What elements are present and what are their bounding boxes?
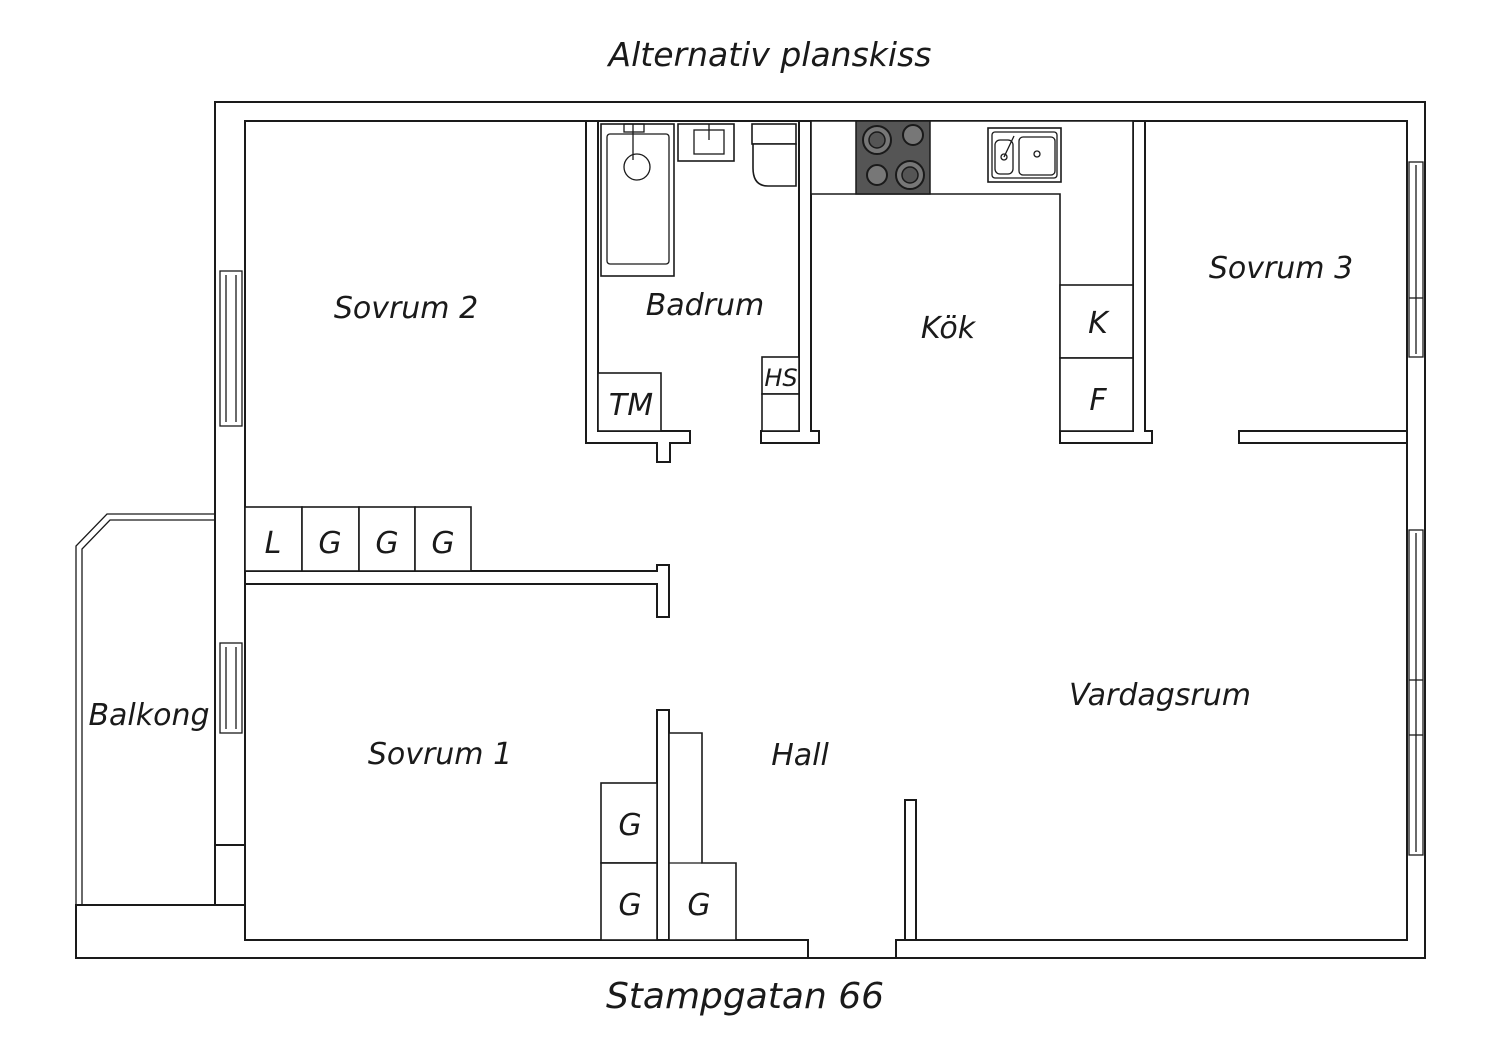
window-left-lower bbox=[219, 642, 243, 734]
window-right-upper bbox=[1408, 161, 1424, 358]
hall-cabinet bbox=[761, 356, 800, 432]
room-label-hall: Hall bbox=[771, 738, 829, 773]
stove-icon bbox=[855, 120, 931, 195]
washing-machine bbox=[597, 372, 662, 432]
wardrobe-label: G bbox=[318, 526, 341, 561]
wardrobe-label: G bbox=[687, 888, 710, 923]
wardrobe-label: G bbox=[618, 808, 641, 843]
wall-hall-left bbox=[656, 709, 670, 941]
fridge-freezer bbox=[1059, 284, 1134, 432]
wardrobe-label: G bbox=[375, 526, 398, 561]
bathtub-icon bbox=[600, 123, 675, 277]
room-label-balcony: Balkong bbox=[88, 698, 209, 733]
fridge-label: K bbox=[1088, 306, 1110, 341]
washer-label: TM bbox=[609, 388, 653, 423]
hall-cabinet-label: HS bbox=[764, 364, 797, 392]
room-label-kitchen: Kök bbox=[921, 311, 977, 346]
room-label-living: Vardagsrum bbox=[1069, 678, 1251, 713]
wardrobe-label: G bbox=[618, 888, 641, 923]
plan-title: Alternativ planskiss bbox=[607, 35, 932, 74]
room-label-bedroom2: Sovrum 2 bbox=[334, 291, 478, 326]
wall-bath-left bbox=[585, 120, 691, 463]
wall-living-stub bbox=[904, 799, 917, 941]
room-label-bedroom3: Sovrum 3 bbox=[1209, 251, 1353, 286]
sink-icon bbox=[677, 123, 735, 162]
address-label: Stampgatan 66 bbox=[606, 976, 884, 1017]
room-label-bathroom: Badrum bbox=[646, 288, 765, 323]
kitchen-sink-icon bbox=[987, 127, 1062, 183]
room-label-bedroom1: Sovrum 1 bbox=[368, 737, 512, 772]
hall-wardrobes bbox=[600, 732, 737, 941]
toilet-icon bbox=[751, 123, 797, 187]
wall-bedroom3-bottom bbox=[1238, 430, 1408, 444]
wardrobe-label: G bbox=[431, 526, 454, 561]
window-right-lower bbox=[1408, 529, 1424, 856]
balcony bbox=[75, 513, 215, 905]
wardrobe-row bbox=[244, 506, 472, 572]
wall-bedrooms bbox=[244, 564, 670, 618]
window-left-upper bbox=[219, 270, 243, 427]
balcony-door-wall bbox=[214, 844, 246, 906]
closet-linen-label: L bbox=[265, 526, 282, 561]
freezer-label: F bbox=[1089, 383, 1107, 418]
